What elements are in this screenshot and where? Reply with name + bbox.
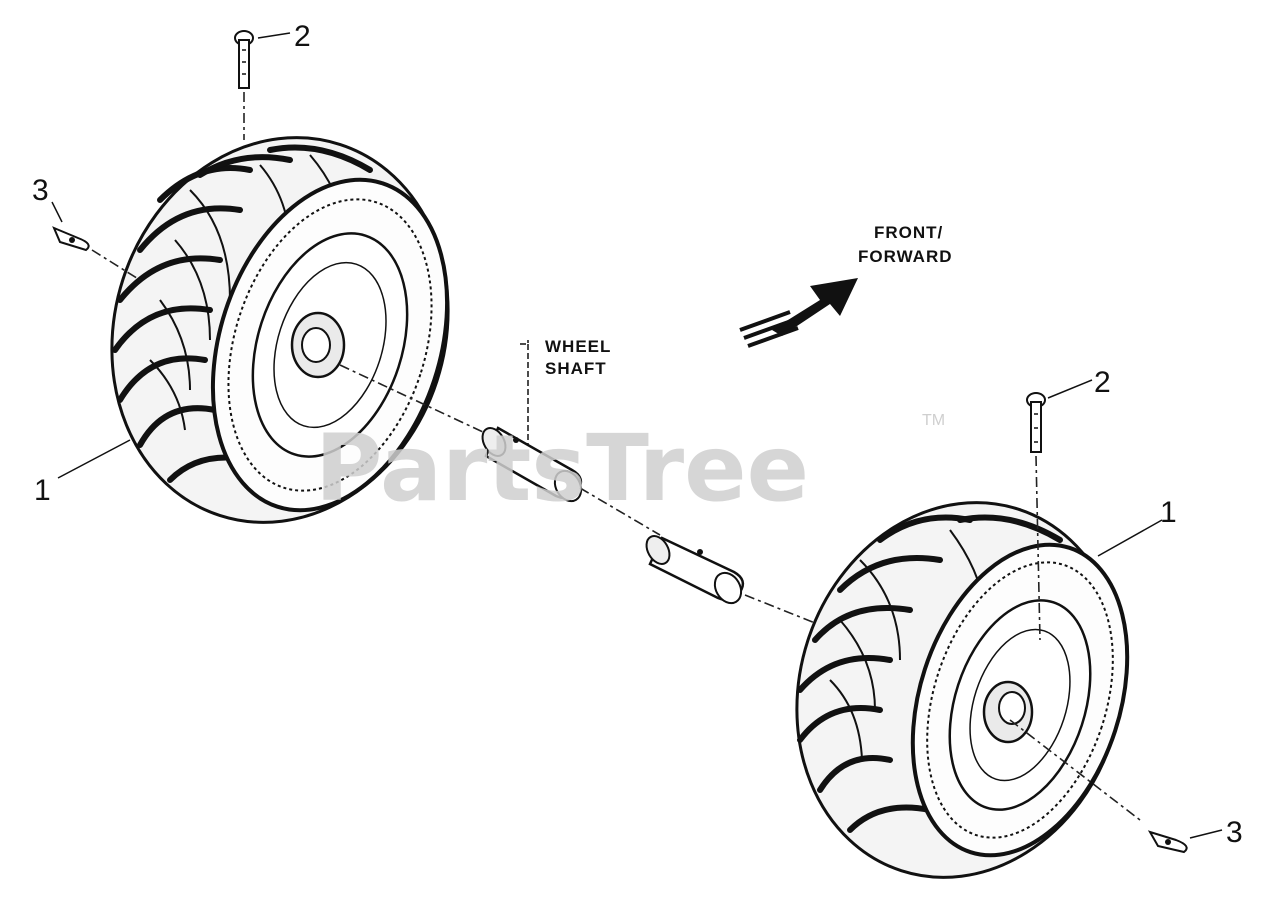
right-clip-callout: 3 — [1226, 816, 1243, 849]
right-clip — [1009, 719, 1188, 854]
right-pin — [1026, 392, 1046, 641]
forward-arrow — [739, 278, 858, 348]
right-wheel-callout: 1 — [1160, 496, 1177, 529]
watermark-trademark: TM — [922, 412, 945, 429]
right-wheel — [795, 501, 1130, 879]
left-pin — [234, 30, 254, 140]
left-wheel-callout: 1 — [34, 474, 51, 507]
shaft-axis-line-middle — [579, 487, 661, 536]
left-clip-callout: 3 — [32, 174, 49, 207]
direction-label-line2: FORWARD — [858, 247, 953, 266]
right-pin-callout: 2 — [1094, 366, 1111, 399]
shaft-label-line1: WHEEL — [545, 337, 611, 356]
left-pin-callout: 2 — [294, 20, 311, 53]
shaft-label-line2: SHAFT — [545, 359, 607, 378]
left-clip — [52, 226, 141, 281]
left-wheel — [110, 136, 450, 524]
partstree-watermark: PartsTree — [315, 415, 809, 522]
direction-label-line1: FRONT/ — [874, 223, 943, 242]
wheel-shaft-right-half — [645, 535, 745, 605]
wheel-shaft-left-half — [481, 426, 583, 503]
shaft-axis-line-left — [339, 364, 501, 441]
shaft-axis-line-right — [744, 594, 821, 626]
